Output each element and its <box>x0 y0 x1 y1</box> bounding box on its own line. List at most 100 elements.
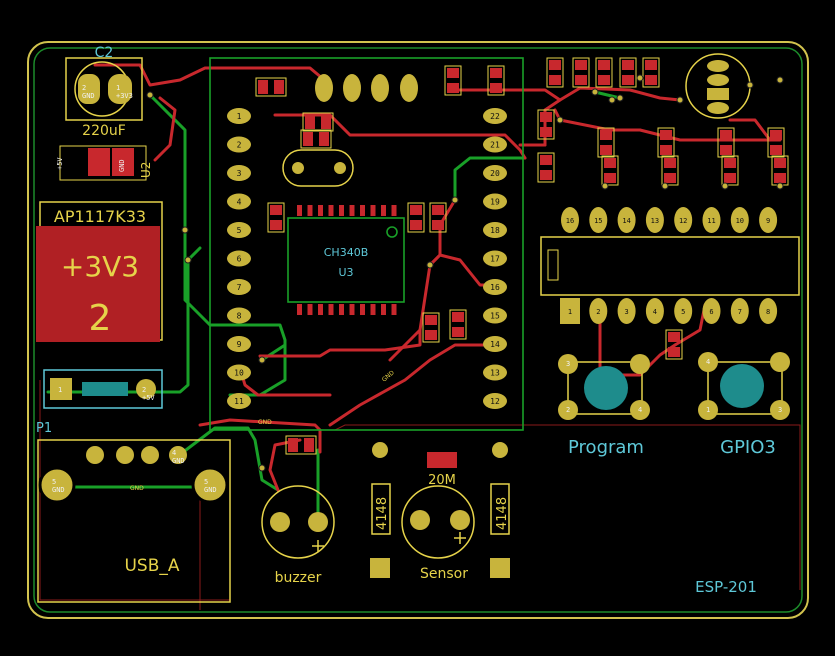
ground-plane-edge <box>33 47 803 613</box>
smd-6 <box>444 65 462 96</box>
smd-23 <box>721 155 739 186</box>
c2-pad-1: 1+3V3 <box>116 84 133 100</box>
via-7 <box>616 94 624 102</box>
ch340b-chip: CH340B U3 <box>287 217 405 303</box>
diode-right: 4148 <box>490 442 510 578</box>
esp-pin-4: 4 <box>227 193 251 210</box>
svg-text:6: 6 <box>237 255 242 264</box>
regulator-label: AP1117K33 <box>54 207 146 226</box>
esp-pin-11: 11 <box>227 393 251 409</box>
svg-text:14: 14 <box>490 340 500 349</box>
svg-text:7: 7 <box>738 308 742 316</box>
via-3 <box>258 356 266 364</box>
svg-text:1: 1 <box>568 308 572 316</box>
smd-16 <box>642 57 660 88</box>
smd-10 <box>422 312 440 343</box>
via-16 <box>746 81 754 89</box>
smd-1 <box>302 112 334 132</box>
smd-22 <box>661 155 679 186</box>
smd-11 <box>449 309 467 340</box>
esp-pin-17: 17 <box>483 250 507 267</box>
esp-pin-3: 3 <box>227 165 251 181</box>
svg-text:3: 3 <box>624 308 628 316</box>
smd-8 <box>537 109 555 140</box>
via-1 <box>181 226 189 234</box>
via-12 <box>721 182 729 190</box>
via-11 <box>661 182 669 190</box>
via-14 <box>608 96 616 104</box>
top-traces <box>93 63 782 492</box>
esp-pin-10: 10 <box>227 364 251 381</box>
crystal <box>282 149 354 187</box>
header-pin-b2: 2 <box>589 298 608 324</box>
svg-text:9: 9 <box>237 340 242 349</box>
via-5 <box>426 261 434 269</box>
svg-text:5: 5 <box>237 226 242 235</box>
svg-text:1: 1 <box>237 112 242 121</box>
svg-text:8: 8 <box>766 308 770 316</box>
chip-label: CH340B <box>324 246 369 259</box>
header-pin-13: 13 <box>645 207 664 233</box>
usb-label: USB_A <box>124 556 179 576</box>
u2-ref: U2 <box>139 162 153 178</box>
transistor <box>685 53 751 119</box>
svg-text:11: 11 <box>234 397 244 406</box>
smd-12 <box>546 57 564 88</box>
via-0 <box>146 91 154 99</box>
esp-module-outline <box>209 57 524 431</box>
prog-pad-4: 4 <box>638 406 642 414</box>
polarity-marks <box>312 532 466 552</box>
svg-text:7: 7 <box>237 283 242 292</box>
jumper-p1: P1 <box>36 369 163 436</box>
rail-number: 2 <box>89 298 112 339</box>
smd-14 <box>595 57 613 88</box>
svg-text:2: 2 <box>237 141 242 150</box>
header-pin-b6: 6 <box>702 298 721 324</box>
buzzer-label: buzzer <box>275 570 322 586</box>
svg-text:3: 3 <box>237 169 242 178</box>
smd-19 <box>717 127 735 158</box>
usb-a-connector: USB_A <box>37 439 231 603</box>
u2-pad-b: GND <box>118 159 126 172</box>
smd-5 <box>429 202 447 233</box>
diode-right-label: 4148 <box>495 497 510 530</box>
chip-top-ovals <box>315 74 418 102</box>
svg-text:19: 19 <box>490 198 500 207</box>
svg-text:13: 13 <box>490 369 500 378</box>
esp-pin-12: 12 <box>483 393 507 409</box>
resistor-value: 20M <box>428 473 456 488</box>
via-6 <box>591 88 599 96</box>
smd-2 <box>300 129 332 149</box>
rail-label: +3V3 <box>61 250 139 283</box>
sensor: Sensor 20M <box>401 452 475 582</box>
prog-pad-3: 3 <box>566 360 570 368</box>
capacitor-c2: C2 220uF <box>65 45 143 139</box>
pin-header-key <box>547 249 559 281</box>
pin-header-body <box>540 236 800 296</box>
header-pin-10: 10 <box>730 207 749 233</box>
smd-4 <box>407 202 425 233</box>
esp-pin-1: 1 <box>227 108 251 124</box>
svg-text:16: 16 <box>566 217 574 225</box>
svg-text:20: 20 <box>490 169 500 178</box>
svg-text:5: 5 <box>681 308 685 316</box>
program-button: Program <box>558 354 650 458</box>
chip-pins-bottom <box>297 304 397 315</box>
regulator-u2: U2 AP1117K33 +3V3 2 <box>36 145 163 342</box>
p1-ref: P1 <box>36 421 52 436</box>
svg-text:16: 16 <box>490 283 500 292</box>
c2-ref: C2 <box>95 45 114 61</box>
via-13 <box>776 182 784 190</box>
via-17 <box>776 76 784 84</box>
smd-25 <box>665 329 683 360</box>
gpio3-label: GPIO3 <box>720 437 776 458</box>
smd-20 <box>767 127 785 158</box>
prog-pad-2: 2 <box>566 406 570 414</box>
